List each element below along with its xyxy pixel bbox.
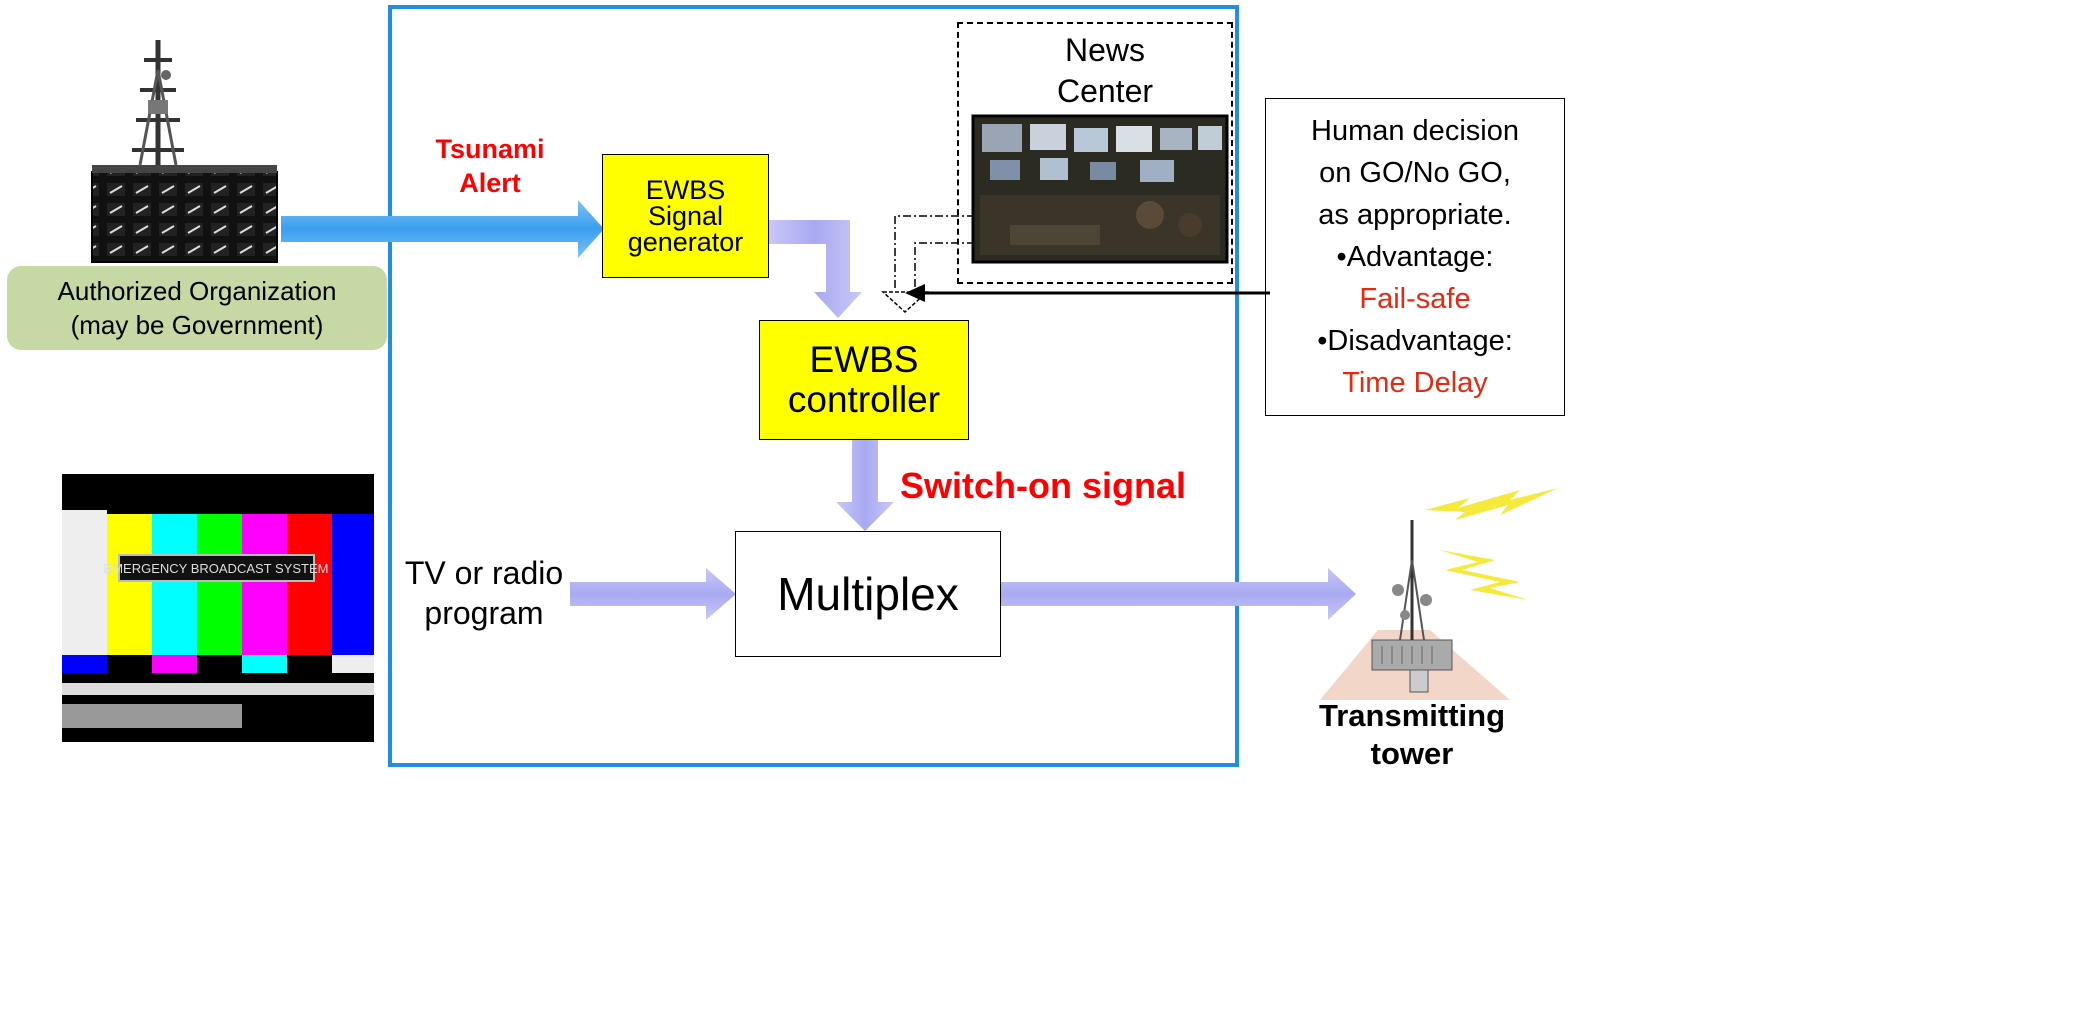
news-center-label: News Center: [1030, 30, 1180, 112]
generator-line3: generator: [627, 227, 744, 257]
authorized-organization-sublabel: (may be Government): [70, 310, 324, 340]
disadvantage-label: •Disadvantage:: [1317, 325, 1513, 357]
advantage-label: •Advantage:: [1336, 241, 1494, 273]
program-line2: program: [424, 595, 544, 631]
multiplex-to-tower-arrow: [1001, 568, 1356, 620]
diagram-graphics: EMERGENCY BROADCAST SYSTEM: [62, 40, 1558, 742]
advantage-value: Fail-safe: [1359, 283, 1471, 315]
controller-to-multiplex-arrow: [836, 440, 894, 531]
decision-arrowhead: [905, 284, 925, 302]
authorized-organization-box: Authorized Organization (may be Governme…: [7, 266, 387, 350]
multiplex-label: Multiplex: [777, 568, 959, 620]
tower-line2: tower: [1370, 736, 1454, 771]
program-line1: TV or radio: [404, 555, 564, 591]
authorized-organization-label: Authorized Organization: [57, 276, 337, 306]
decision-line2: on GO/No GO,: [1319, 157, 1511, 189]
tsunami-alert-label: Tsunami Alert: [420, 132, 560, 200]
multiplex-box: Multiplex: [735, 531, 1001, 657]
tv-test-pattern-image: EMERGENCY BROADCAST SYSTEM: [62, 474, 374, 742]
tower-line1: Transmitting: [1318, 698, 1505, 733]
program-to-multiplex-arrow: [570, 568, 736, 620]
news-center-photo: [971, 114, 1229, 264]
ewbs-signal-generator-box: EWBS Signal generator: [602, 154, 769, 278]
decision-line1: Human decision: [1311, 115, 1519, 147]
generator-line2: Signal: [647, 201, 724, 231]
transmitting-tower-icon: [1320, 488, 1558, 700]
news-center-frame: [957, 22, 1233, 284]
ewbs-controller-box: EWBS controller: [759, 320, 969, 440]
tv-screen-text: EMERGENCY BROADCAST SYSTEM: [104, 561, 329, 576]
news-center-line2: Center: [1056, 73, 1154, 109]
news-center-control-line: [894, 215, 975, 290]
human-decision-box: Human decision on GO/No GO, as appropria…: [1265, 98, 1565, 416]
system-boundary-frame: [388, 5, 1239, 767]
decision-line3: as appropriate.: [1318, 199, 1512, 231]
alert-arrow: [281, 200, 604, 258]
news-center-line1: News: [1064, 32, 1145, 68]
tsunami-alert-line1: Tsunami: [435, 134, 545, 164]
switch-on-signal-label: Switch-on signal: [900, 465, 1187, 506]
government-building-icon: [91, 40, 278, 263]
program-label: TV or radio program: [396, 553, 572, 633]
tsunami-alert-line2: Alert: [459, 168, 521, 198]
generator-to-controller-arrow: [768, 220, 862, 318]
disadvantage-value: Time Delay: [1342, 367, 1488, 399]
controller-line1: EWBS: [809, 339, 919, 380]
generator-line1: EWBS: [645, 175, 726, 205]
controller-line2: controller: [787, 379, 941, 420]
transmitting-tower-label: Transmitting tower: [1300, 697, 1524, 773]
